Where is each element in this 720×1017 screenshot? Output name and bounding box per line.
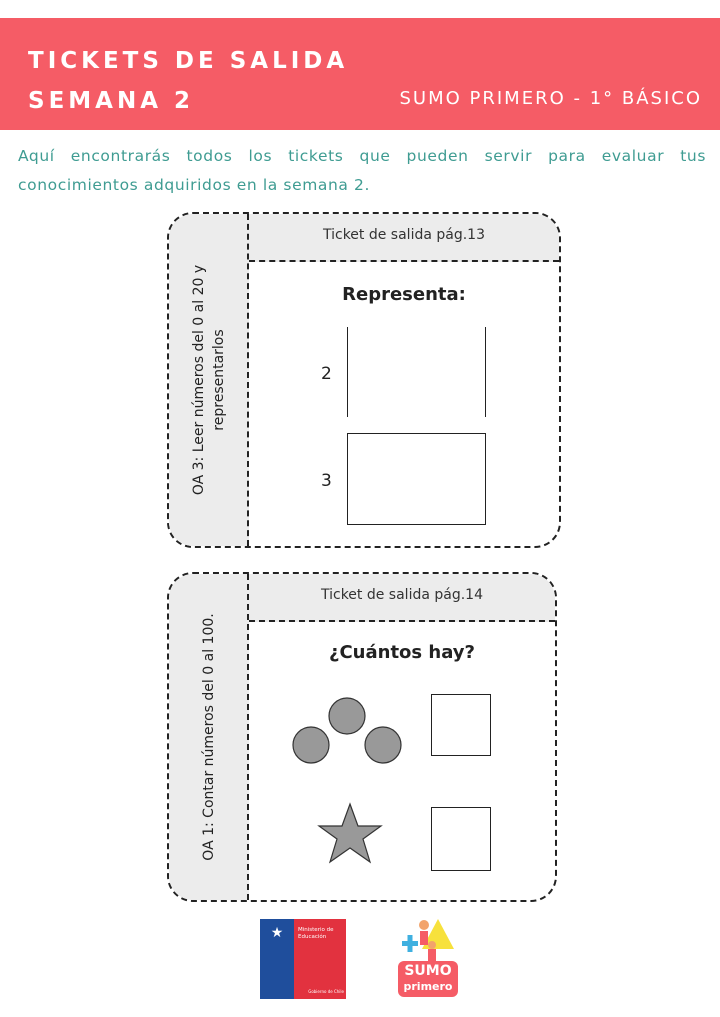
ticket-1-answer-box[interactable]	[347, 433, 486, 525]
ticket-1-row-label-1: 2	[321, 364, 332, 384]
ticket-2-sidebar: OA 1: Contar números del 0 al 100.	[169, 574, 249, 900]
ticket-1-question: Representa:	[342, 284, 466, 305]
footer-logos: ★ Ministerio de Educación Gobierno de Ch…	[0, 915, 720, 1005]
circle-shape	[292, 726, 330, 764]
ministry-logo: ★ Ministerio de Educación Gobierno de Ch…	[260, 919, 346, 999]
ticket-1-sidebar: OA 3: Leer números del 0 al 20 y represe…	[169, 214, 249, 546]
title-line-2: SEMANA 2	[28, 88, 195, 114]
ticket-1-objective-line2: representarlos	[211, 329, 227, 431]
ticket-card-1: OA 3: Leer números del 0 al 20 y represe…	[167, 212, 561, 548]
star-shape	[317, 802, 383, 864]
ministry-name-line1: Ministerio de	[298, 927, 334, 933]
ticket-2-header: Ticket de salida pág.14	[249, 574, 555, 622]
intro-text: Aquí encontrarás todos los tickets que p…	[18, 147, 706, 194]
title-line-1: TICKETS DE SALIDA	[28, 48, 349, 74]
ticket-1-header-label: Ticket de salida pág.13	[322, 227, 485, 243]
ticket-1-header: Ticket de salida pág.13	[249, 214, 559, 262]
circle-shape	[364, 726, 402, 764]
subtitle: SUMO PRIMERO - 1° BÁSICO	[399, 88, 702, 109]
ticket-1-answer-left-line	[347, 327, 348, 417]
ticket-2-shapes	[292, 697, 402, 864]
brand-name-line2: primero	[403, 980, 453, 993]
star-icon: ★	[270, 925, 284, 941]
ticket-1-objective: OA 3: Leer números del 0 al 20 y represe…	[189, 265, 229, 495]
sumo-mascot-icon	[402, 919, 454, 961]
ministry-name-line2: Educación	[298, 934, 327, 940]
ticket-1-objective-line1: OA 3: Leer números del 0 al 20 y	[191, 264, 207, 496]
ticket-card-2: OA 1: Contar números del 0 al 100. Ticke…	[167, 572, 557, 902]
gov-label: Gobierno de Chile	[308, 989, 344, 994]
ticket-1-answer-right-line	[485, 327, 486, 417]
header-banner: TICKETS DE SALIDA SEMANA 2 SUMO PRIMERO …	[0, 18, 720, 130]
sumo-primero-logo: SUMO primero	[396, 915, 462, 1001]
ticket-2-answer-box-star[interactable]	[431, 807, 491, 871]
ticket-2-question: ¿Cuántos hay?	[329, 642, 475, 663]
circle-shape	[328, 697, 366, 735]
ticket-2-answer-box-circles[interactable]	[431, 694, 491, 756]
ticket-2-header-label: Ticket de salida pág.14	[320, 587, 483, 603]
brand-name-line1: SUMO	[404, 963, 452, 979]
ticket-1-row-label-2: 3	[321, 471, 332, 491]
